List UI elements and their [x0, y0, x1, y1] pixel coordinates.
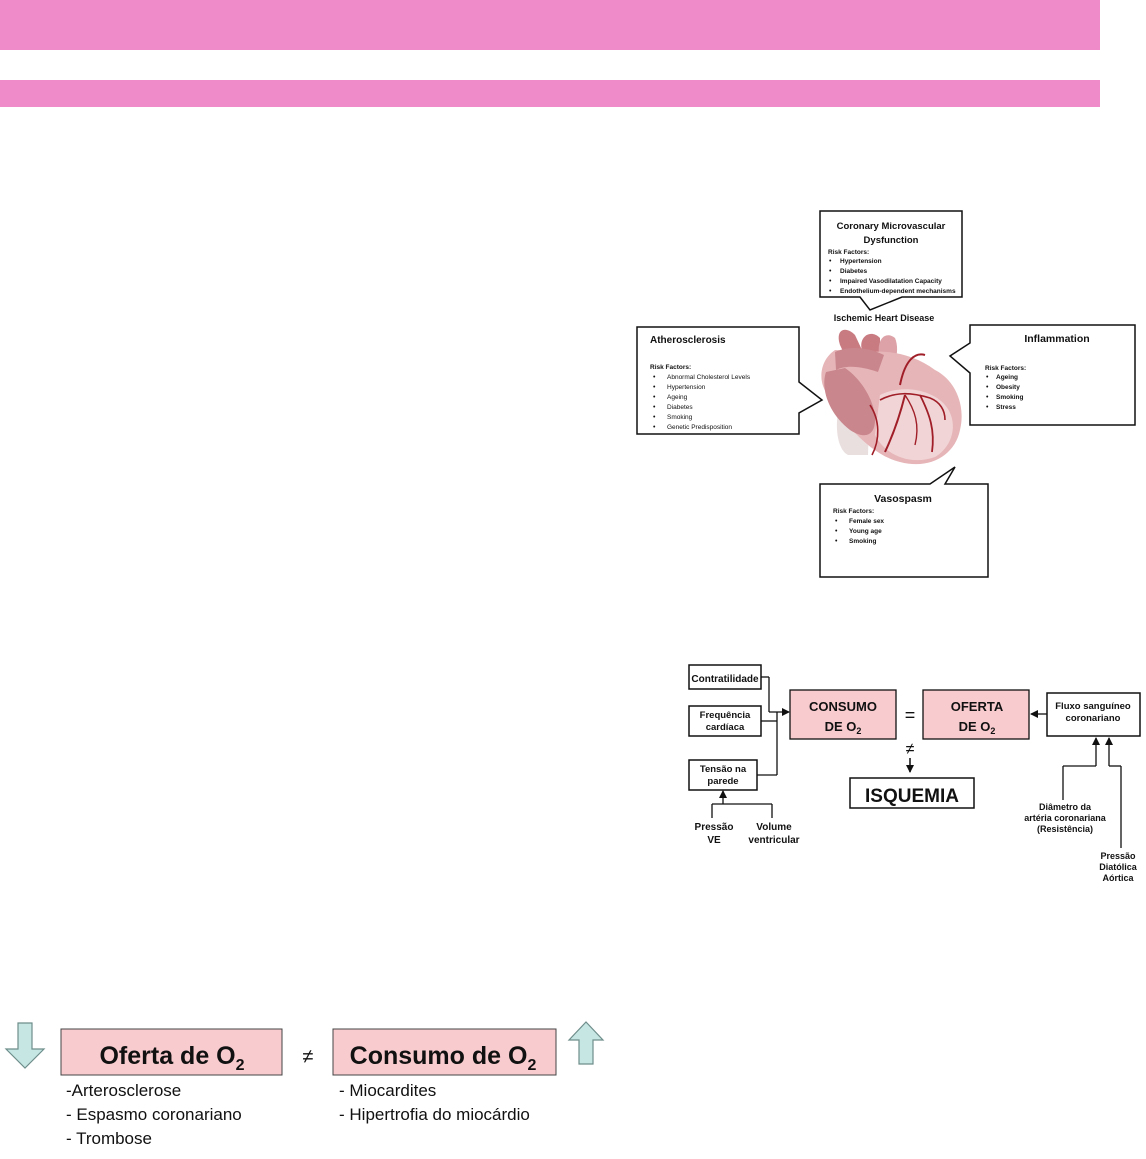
microvascular-title-line1: Coronary Microvascular	[837, 221, 946, 232]
microvascular-item: Diabetes	[840, 268, 867, 275]
fluxo-box	[1046, 692, 1141, 737]
balance-not-equal: ≠	[303, 1046, 314, 1068]
inflammation-item: Ageing	[996, 374, 1018, 381]
tensao-label-line1: Tensão na	[700, 764, 747, 775]
bullet-icon: •	[986, 394, 989, 401]
inflammation-item: Obesity	[996, 384, 1020, 391]
inflammation-box: Inflammation Risk Factors: • Ageing • Ob…	[948, 324, 1136, 426]
header-band-top	[0, 0, 1100, 50]
bullet-icon: •	[653, 404, 656, 411]
consumo-o2-label: Consumo de O2	[350, 1042, 537, 1074]
balance-section: Oferta de O2 ≠ Consumo de O2 -Arteroscle…	[4, 1021, 605, 1148]
consumo-cause: - Hipertrofia do miocárdio	[339, 1105, 530, 1124]
header-band-bottom	[0, 80, 1100, 107]
o2-flowchart: Contratilidade Frequência cardíaca Tensã…	[688, 664, 1141, 883]
atherosclerosis-box: Atherosclerosis Risk Factors: • Abnormal…	[636, 326, 824, 435]
bullet-icon: •	[835, 538, 838, 545]
atherosclerosis-item: Hypertension	[667, 384, 706, 391]
consumo-label-line1: CONSUMO	[809, 699, 877, 714]
vasospasm-item: Young age	[849, 528, 882, 535]
inflammation-item: Stress	[996, 404, 1016, 411]
fluxo-label-line1: Fluxo sanguíneo	[1055, 701, 1131, 712]
oferta-cause: -Arterosclerose	[66, 1081, 181, 1100]
arrow-up-icon	[567, 1021, 605, 1065]
microvascular-item: Endothelium-dependent mechanisms	[840, 288, 956, 295]
bullet-icon: •	[653, 424, 656, 431]
vasospasm-risk-label: Risk Factors:	[833, 508, 874, 515]
diametro-line3: (Resistência)	[1037, 824, 1093, 834]
frequencia-box	[688, 705, 762, 737]
vasospasm-title: Vasospasm	[874, 493, 932, 505]
atherosclerosis-item: Smoking	[667, 414, 693, 421]
frequencia-label-line1: Frequência	[700, 710, 751, 721]
oferta-o2-box	[60, 1028, 283, 1076]
arrow-down-icon	[4, 1022, 46, 1069]
pressao-ve-line1: Pressão	[695, 822, 734, 833]
consumo-cause: - Miocardites	[339, 1081, 436, 1100]
tensao-label-line2: parede	[707, 776, 738, 787]
isquemia-label: ISQUEMIA	[865, 786, 959, 807]
microvascular-title-line2: Dysfunction	[864, 235, 919, 246]
microvascular-item: Impaired Vasodilatation Capacity	[840, 278, 942, 285]
vasospasm-item: Female sex	[849, 518, 884, 525]
oferta-label-line1: OFERTA	[951, 699, 1004, 714]
pressao-diast-line1: Pressão	[1100, 851, 1136, 861]
bullet-icon: •	[653, 414, 656, 421]
oferta-box	[922, 689, 1030, 740]
oferta-label-line2: DE O2	[959, 719, 996, 736]
bullet-icon: •	[829, 278, 832, 285]
vasospasm-item: Smoking	[849, 538, 876, 545]
atherosclerosis-title: Atherosclerosis	[650, 335, 726, 346]
frequencia-label-line2: cardíaca	[706, 722, 745, 733]
pressao-ve-line2: VE	[707, 835, 721, 846]
bullet-icon: •	[986, 384, 989, 391]
ihd-diagram: Ischemic Heart Disease Coronary Microvas…	[636, 210, 1136, 578]
bullet-icon: •	[986, 374, 989, 381]
isquemia-box	[849, 777, 975, 809]
consumo-label-line2: DE O2	[825, 719, 862, 736]
oferta-o2-label: Oferta de O2	[99, 1042, 244, 1074]
consumo-box	[789, 689, 897, 740]
inflammation-item: Smoking	[996, 394, 1023, 401]
inflammation-title: Inflammation	[1024, 333, 1089, 345]
bullet-icon: •	[653, 374, 656, 381]
diametro-line1: Diâmetro da	[1039, 802, 1092, 812]
consumo-o2-box	[332, 1028, 557, 1076]
atherosclerosis-item: Diabetes	[667, 404, 693, 411]
atherosclerosis-item: Genetic Predisposition	[667, 424, 732, 431]
vasospasm-box: Vasospasm Risk Factors: • Female sex • Y…	[819, 466, 989, 578]
pressao-diast-line2: Diatólica	[1099, 862, 1138, 872]
bullet-icon: •	[835, 518, 838, 525]
volume-line1: Volume	[756, 822, 792, 833]
heart-illustration	[821, 329, 962, 465]
bullet-icon: •	[653, 384, 656, 391]
bullet-icon: •	[653, 394, 656, 401]
contratilidade-label: Contratilidade	[691, 674, 759, 685]
bullet-icon: •	[986, 404, 989, 411]
diametro-line2: artéria coronariana	[1024, 813, 1107, 823]
pressao-diast-line3: Aórtica	[1102, 873, 1134, 883]
bullet-icon: •	[829, 258, 832, 265]
atherosclerosis-risk-label: Risk Factors:	[650, 364, 691, 371]
volume-line2: ventricular	[748, 835, 799, 846]
atherosclerosis-item: Abnormal Cholesterol Levels	[667, 374, 751, 381]
oferta-cause: - Trombose	[66, 1129, 152, 1148]
contratilidade-box	[688, 664, 762, 690]
ihd-center-label: Ischemic Heart Disease	[834, 313, 935, 323]
microvascular-box: Coronary Microvascular Dysfunction Risk …	[819, 210, 963, 311]
not-equal-sign: ≠	[906, 741, 915, 758]
atherosclerosis-item: Ageing	[667, 394, 688, 401]
microvascular-item: Hypertension	[840, 258, 882, 265]
microvascular-risk-label: Risk Factors:	[828, 249, 869, 256]
equals-sign: =	[905, 705, 916, 725]
inflammation-risk-label: Risk Factors:	[985, 365, 1026, 372]
bullet-icon: •	[829, 268, 832, 275]
bullet-icon: •	[829, 288, 832, 295]
fluxo-label-line2: coronariano	[1066, 713, 1121, 724]
oferta-cause: - Espasmo coronariano	[66, 1105, 242, 1124]
bullet-icon: •	[835, 528, 838, 535]
